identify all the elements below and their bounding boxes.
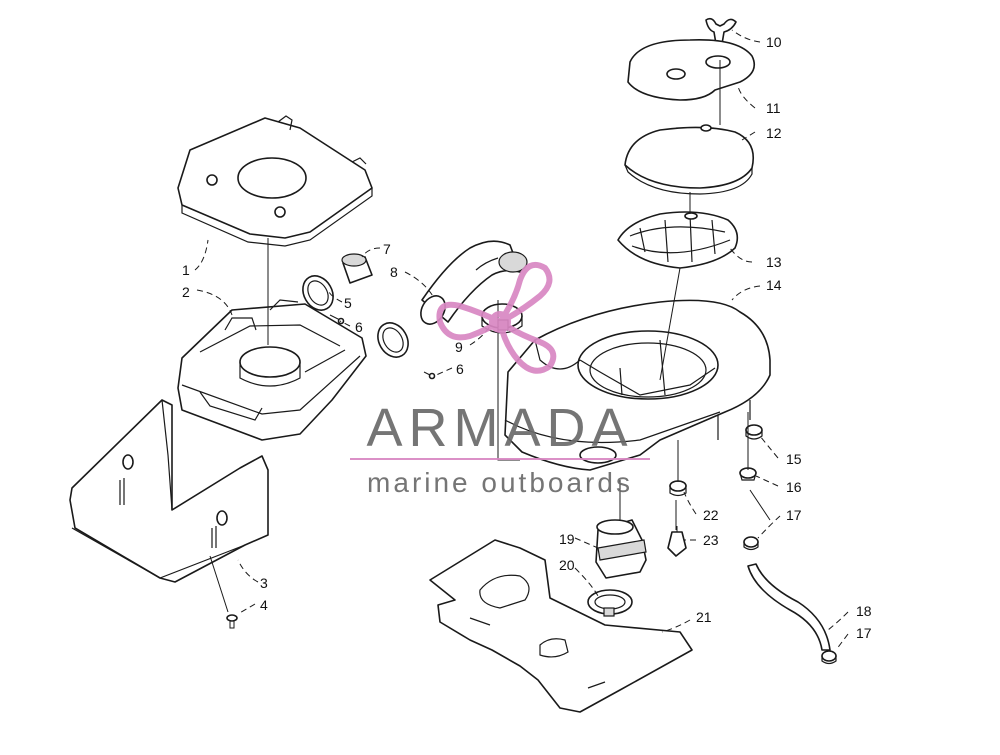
part-15-grommet [745,424,763,440]
callout-18: 18 [856,603,872,619]
part-14-silencer-housing [504,299,771,471]
propeller-logo-icon [436,262,557,374]
part-17-clamp-lower [821,650,837,665]
assembly-guide-lines [209,60,771,613]
callout-5: 5 [344,295,352,311]
watermark-brand: ARMADA [366,398,633,458]
callout-1: 1 [182,262,190,278]
part-7-cap [341,253,373,284]
callout-12: 12 [766,125,782,141]
callout-16: 16 [786,479,802,495]
callout-10: 10 [766,34,782,50]
watermark-tagline: marine outboards [367,467,633,498]
part-4-screw [226,614,238,629]
part-11-filter-cover-plate [627,39,756,101]
part-22-grommet [669,480,687,497]
callout-15: 15 [786,451,802,467]
part-19-rubber-boot [595,519,647,579]
callout-8: 8 [390,264,398,280]
callout-21: 21 [696,609,712,625]
callout-23: 23 [703,532,719,548]
callout-14: 14 [766,277,782,293]
part-3-mounting-bracket [69,399,269,583]
callout-9: 9 [455,339,463,355]
callout-leaders [194,29,849,651]
part-6-screw-lower [423,371,436,380]
callout-22: 22 [703,507,719,523]
callout-11: 11 [766,100,781,116]
callout-6-upper: 6 [355,319,363,335]
callout-13: 13 [766,254,782,270]
part-21-gasket-plate [429,539,693,713]
part-8-intake-hose [420,240,528,325]
armada-watermark: ARMADA marine outboards [350,262,650,498]
part-18-drain-hose [747,563,831,651]
part-5-clamp-lower [377,322,409,358]
part-20-clamp [587,589,633,617]
callout-numbers: 1 2 3 4 5 6 6 7 8 9 10 11 12 13 14 15 16… [182,34,872,641]
watermark-divider [350,458,650,460]
callout-7: 7 [383,241,391,257]
callout-20: 20 [559,557,575,573]
part-16-nut [739,467,757,481]
callout-3: 3 [260,575,268,591]
callout-19: 19 [559,531,575,547]
part-23-fastener-pin [667,526,687,557]
callout-4: 4 [260,597,268,613]
part-17-clamp-upper [743,536,759,551]
callout-2: 2 [182,284,190,300]
part-2-airbox-base [177,299,367,441]
part-13-filter-cage [617,211,739,269]
part-1-cover-plate [177,115,373,247]
part-5-clamp-upper [302,275,334,311]
part-12-air-filter [624,124,754,195]
callout-6-lower: 6 [456,361,464,377]
callout-17-lower: 17 [856,625,872,641]
callout-17-upper: 17 [786,507,802,523]
